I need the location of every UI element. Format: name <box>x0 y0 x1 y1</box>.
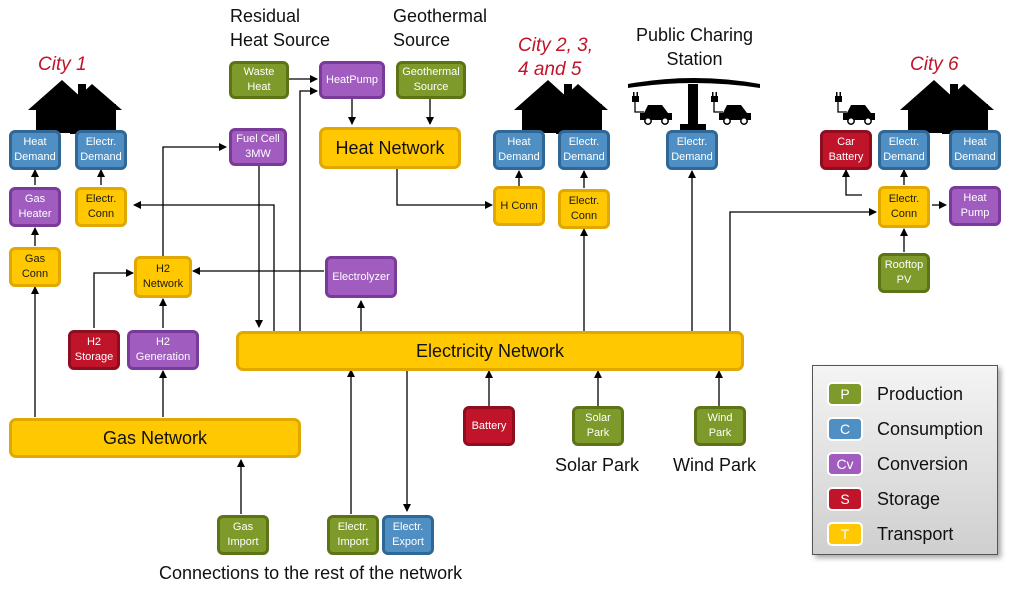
node-gas-network[interactable]: Gas Network <box>9 418 301 458</box>
node-heatpump[interactable]: HeatPump <box>319 61 385 99</box>
house-icon-city2-5 <box>514 80 608 134</box>
node-city6-heat-demand[interactable]: Heat Demand <box>949 130 1001 170</box>
legend-item-consumption: C Consumption <box>827 417 997 443</box>
wire-city6-conn-to-carbattery <box>842 169 862 196</box>
node-geothermal-source[interactable]: Geothermal Source <box>396 61 466 99</box>
legend-label-transport: Transport <box>877 524 954 544</box>
wire-elecnet-to-city6-conn <box>729 208 877 331</box>
legend-swatch-conversion: Cv <box>827 452 863 476</box>
node-electricity-network[interactable]: Electricity Network <box>236 331 744 371</box>
node-waste-heat[interactable]: Waste Heat <box>229 61 289 99</box>
label-wind-park: Wind Park <box>673 455 757 475</box>
node-electrolyzer[interactable]: Electrolyzer <box>325 256 397 298</box>
city-label-1: City 1 <box>38 54 87 75</box>
city-label-6: City 6 <box>910 54 959 75</box>
node-city25-electr-demand[interactable]: Electr. Demand <box>558 130 610 170</box>
node-h2-generation[interactable]: H2 Generation <box>127 330 199 370</box>
wire-elecnet-to-city1-conn <box>133 201 275 331</box>
legend-label-consumption: Consumption <box>877 419 984 439</box>
wire-elecnet-to-heatpump <box>299 87 318 331</box>
legend-item-conversion: Cv Conversion <box>827 452 997 478</box>
legend-swatch-storage: S <box>827 487 863 511</box>
ev-charger-icon-right <box>711 92 751 125</box>
node-battery[interactable]: Battery <box>463 406 515 446</box>
legend: P Production C Consumption Cv Conversion… <box>812 365 998 555</box>
legend-label-storage: Storage <box>877 489 941 509</box>
node-gas-heater[interactable]: Gas Heater <box>9 187 61 227</box>
node-gas-import[interactable]: Gas Import <box>217 515 269 555</box>
node-city1-electr-conn[interactable]: Electr. Conn <box>75 187 127 227</box>
house-icon-city6 <box>900 80 994 134</box>
node-city6-electr-demand[interactable]: Electr. Demand <box>878 130 930 170</box>
label-solar-park: Solar Park <box>555 455 640 475</box>
node-city6-electr-conn[interactable]: Electr. Conn <box>878 186 930 228</box>
node-h-conn[interactable]: H Conn <box>493 186 545 226</box>
node-h2-network[interactable]: H2 Network <box>134 256 192 298</box>
label-connections: Connections to the rest of the network <box>159 563 463 583</box>
legend-item-production: P Production <box>827 382 997 408</box>
legend-item-storage: S Storage <box>827 487 997 513</box>
legend-item-transport: T Transport <box>827 522 997 548</box>
node-heat-network[interactable]: Heat Network <box>319 127 461 169</box>
node-electr-export[interactable]: Electr. Export <box>382 515 434 555</box>
legend-swatch-transport: T <box>827 522 863 546</box>
node-gas-conn[interactable]: Gas Conn <box>9 247 61 287</box>
node-city1-heat-demand[interactable]: Heat Demand <box>9 130 61 170</box>
node-electr-import[interactable]: Electr. Import <box>327 515 379 555</box>
node-h2-storage[interactable]: H2 Storage <box>68 330 120 370</box>
wire-heatnetwork-to-hconn <box>396 169 493 209</box>
label-public-charging-station: Public Charing Station <box>636 25 754 69</box>
node-city1-electr-demand[interactable]: Electr. Demand <box>75 130 127 170</box>
legend-label-production: Production <box>877 384 964 404</box>
ev-charger-icon-left <box>632 92 672 125</box>
node-city25-heat-demand[interactable]: Heat Demand <box>493 130 545 170</box>
node-fuel-cell[interactable]: Fuel Cell 3MW <box>229 128 287 166</box>
city-label-2-5: City 2, 3, 4 and 5 <box>518 35 593 80</box>
ev-charger-icon-city6 <box>835 92 875 125</box>
legend-swatch-production: P <box>827 382 863 406</box>
node-city6-heat-pump[interactable]: Heat Pump <box>949 186 1001 226</box>
legend-label-conversion: Conversion <box>877 454 969 474</box>
node-city25-electr-conn[interactable]: Electr. Conn <box>558 189 610 229</box>
node-rooftop-pv[interactable]: Rooftop PV <box>878 253 930 293</box>
wire-h2storage-to-h2net <box>93 269 134 328</box>
node-public-electr-demand[interactable]: Electr. Demand <box>666 130 718 170</box>
label-geothermal-source: Geothermal Source <box>393 6 488 50</box>
node-car-battery[interactable]: Car Battery <box>820 130 872 170</box>
legend-swatch-consumption: C <box>827 417 863 441</box>
wire-h2net-to-fuelcell <box>162 143 227 256</box>
house-icon-city1 <box>28 80 122 134</box>
charging-station-icon <box>628 78 760 130</box>
label-residual-heat-source: Residual Heat Source <box>230 6 331 50</box>
node-solar-park[interactable]: Solar Park <box>572 406 624 446</box>
node-wind-park[interactable]: Wind Park <box>694 406 746 446</box>
